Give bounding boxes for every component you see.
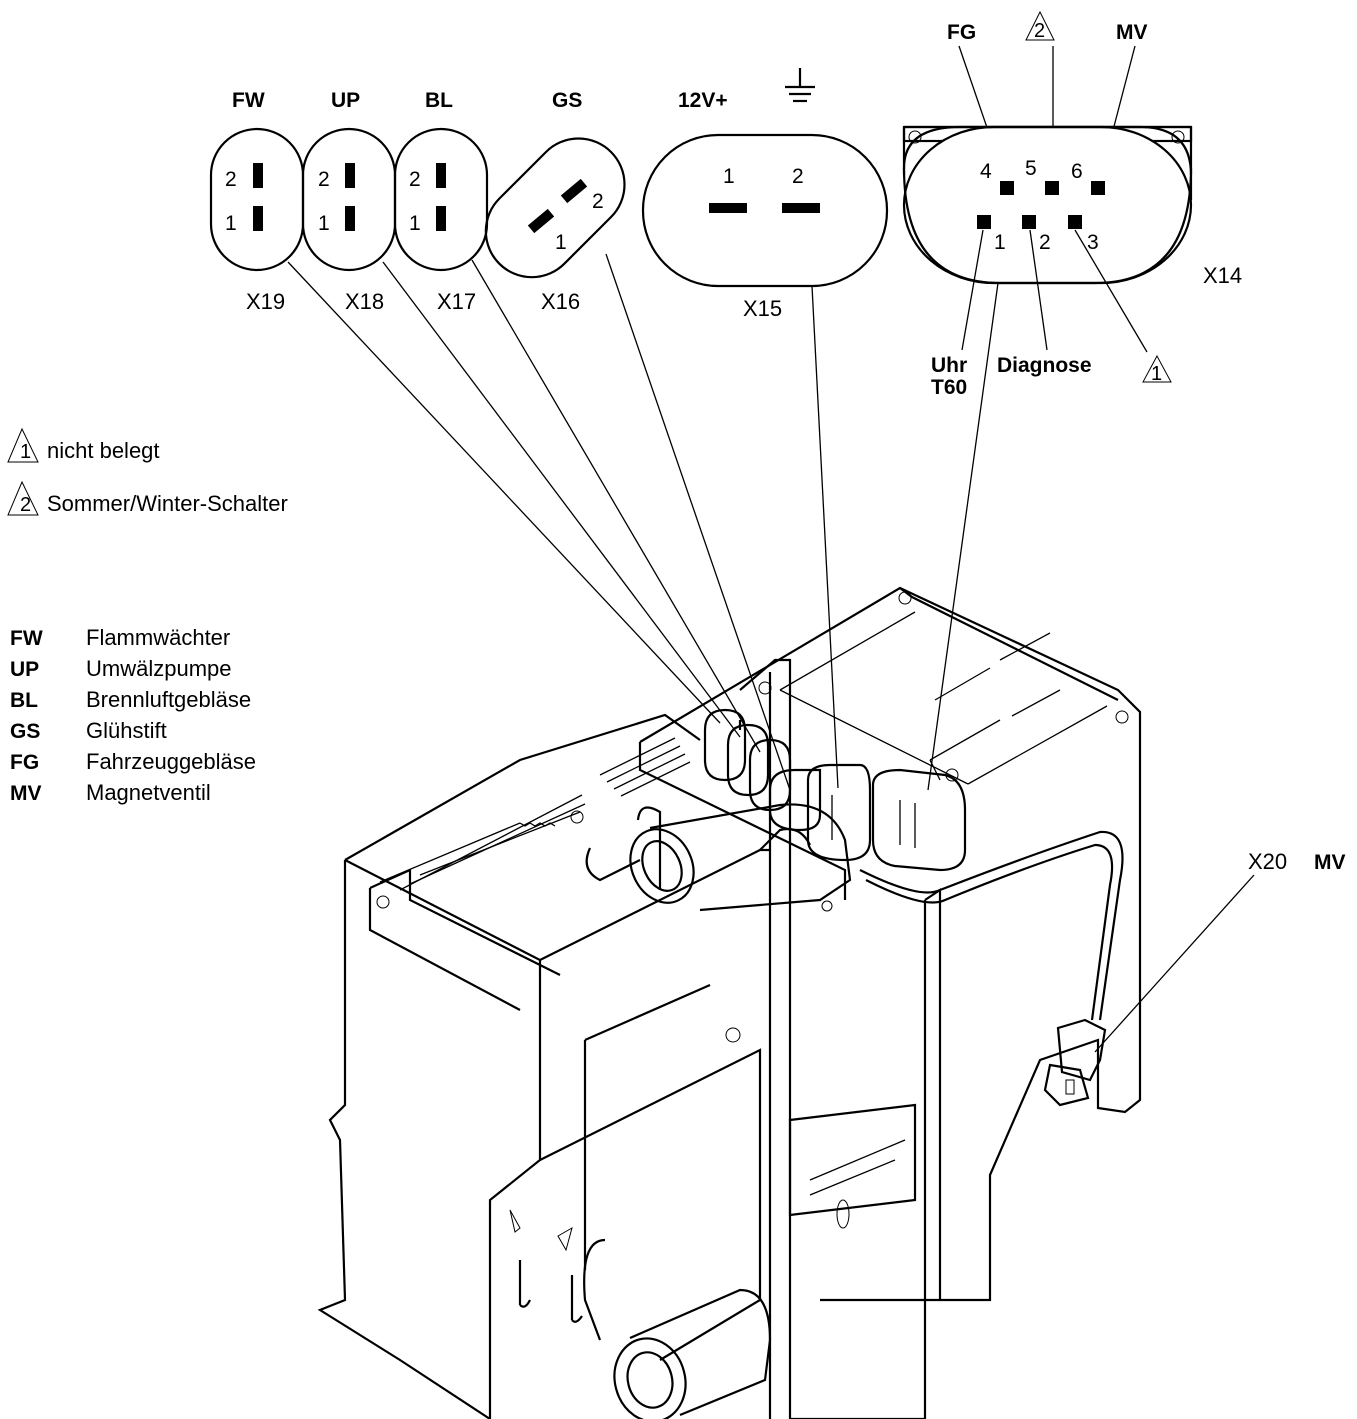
svg-text:2: 2 bbox=[20, 494, 31, 516]
connector-x19: FW 2 1 X19 bbox=[209, 89, 305, 314]
label-mv-x20: MV bbox=[1314, 851, 1346, 874]
pin-x18-1: 1 bbox=[318, 212, 330, 235]
connector-x19-body bbox=[209, 127, 305, 272]
pin-x15-2: 2 bbox=[792, 165, 804, 188]
connector-x16-body bbox=[484, 137, 626, 279]
warning-triangle-icon: 1 bbox=[1142, 354, 1172, 385]
legend-text: Brennluftgebläse bbox=[86, 687, 251, 712]
note-text: nicht belegt bbox=[47, 438, 160, 463]
connector-id-x15: X15 bbox=[743, 296, 782, 321]
connector-x14: FG 2 MV 4 5 6 1 2 3 X14 Uhr T60 D bbox=[902, 10, 1242, 399]
svg-text:1: 1 bbox=[20, 441, 31, 463]
connector-x18: UP 2 1 X18 bbox=[301, 89, 397, 314]
notes: 1 nicht belegt 2 Sommer/Winter-Schalter bbox=[7, 427, 288, 516]
legend-text: Umwälzpumpe bbox=[86, 656, 232, 681]
connector-x15: 12V+ 1 2 X15 bbox=[641, 68, 889, 321]
legend-abbr: FG bbox=[10, 751, 39, 774]
label-gs: GS bbox=[552, 89, 582, 112]
warning-triangle-icon bbox=[7, 427, 39, 463]
pin-x19-2: 2 bbox=[225, 168, 237, 191]
legend-abbr: FW bbox=[10, 627, 43, 650]
pin-x14-4: 4 bbox=[980, 160, 992, 183]
pin-x16-1: 1 bbox=[555, 231, 567, 254]
label-mv: MV bbox=[1116, 21, 1148, 44]
connector-id-x18: X18 bbox=[345, 289, 384, 314]
warning-triangle-icon bbox=[7, 480, 39, 516]
pin-x16-2: 2 bbox=[592, 190, 604, 213]
connector-id-x16: X16 bbox=[541, 289, 580, 314]
pin-x18-2: 2 bbox=[318, 168, 330, 191]
label-uhr: Uhr bbox=[931, 354, 967, 377]
legend-abbr: BL bbox=[10, 689, 38, 712]
legend-abbr: UP bbox=[10, 658, 39, 681]
connector-x16: GS 2 1 X16 bbox=[484, 89, 626, 314]
pin-x14-2: 2 bbox=[1039, 231, 1051, 254]
svg-text:2: 2 bbox=[1034, 20, 1045, 42]
label-12v: 12V+ bbox=[678, 89, 728, 112]
warning-triangle-icon: 2 bbox=[1025, 10, 1055, 42]
label-t60: T60 bbox=[931, 376, 967, 399]
connector-id-x20: X20 bbox=[1248, 849, 1287, 874]
heater-unit-drawing bbox=[317, 586, 1142, 1419]
label-bl: BL bbox=[425, 89, 453, 112]
pin-x15-1: 1 bbox=[723, 165, 735, 188]
legend: FW Flammwächter UP Umwälzpumpe BL Brennl… bbox=[10, 625, 256, 805]
pin-x19-1: 1 bbox=[225, 212, 237, 235]
label-fw: FW bbox=[232, 89, 265, 112]
label-fg: FG bbox=[947, 21, 976, 44]
svg-text:1: 1 bbox=[1151, 363, 1162, 385]
pin-x14-1: 1 bbox=[994, 231, 1006, 254]
pin-x17-2: 2 bbox=[409, 168, 421, 191]
leader-lines bbox=[287, 253, 1255, 1053]
note-2: 2 Sommer/Winter-Schalter bbox=[7, 480, 288, 516]
note-text: Sommer/Winter-Schalter bbox=[47, 491, 288, 516]
connector-id-x17: X17 bbox=[437, 289, 476, 314]
pin-x17-1: 1 bbox=[409, 212, 421, 235]
pin-x14-6: 6 bbox=[1071, 160, 1083, 183]
note-1: 1 nicht belegt bbox=[7, 427, 160, 463]
legend-text: Glühstift bbox=[86, 718, 167, 743]
legend-text: Flammwächter bbox=[86, 625, 230, 650]
connector-x20: X20 MV bbox=[1248, 849, 1346, 874]
label-diagnose: Diagnose bbox=[997, 354, 1092, 377]
pin-x14-5: 5 bbox=[1025, 157, 1037, 180]
connector-x18-body bbox=[301, 127, 397, 272]
legend-text: Magnetventil bbox=[86, 780, 211, 805]
legend-abbr: MV bbox=[10, 782, 42, 805]
connector-id-x19: X19 bbox=[246, 289, 285, 314]
connector-x17: BL 2 1 X17 bbox=[393, 89, 489, 314]
legend-abbr: GS bbox=[10, 720, 40, 743]
ground-icon bbox=[785, 68, 815, 103]
connector-x15-body bbox=[641, 133, 889, 288]
connector-id-x14: X14 bbox=[1203, 263, 1242, 288]
legend-text: Fahrzeuggebläse bbox=[86, 749, 256, 774]
label-up: UP bbox=[331, 89, 360, 112]
pin-x14-3: 3 bbox=[1087, 231, 1099, 254]
connector-x17-body bbox=[393, 127, 489, 272]
